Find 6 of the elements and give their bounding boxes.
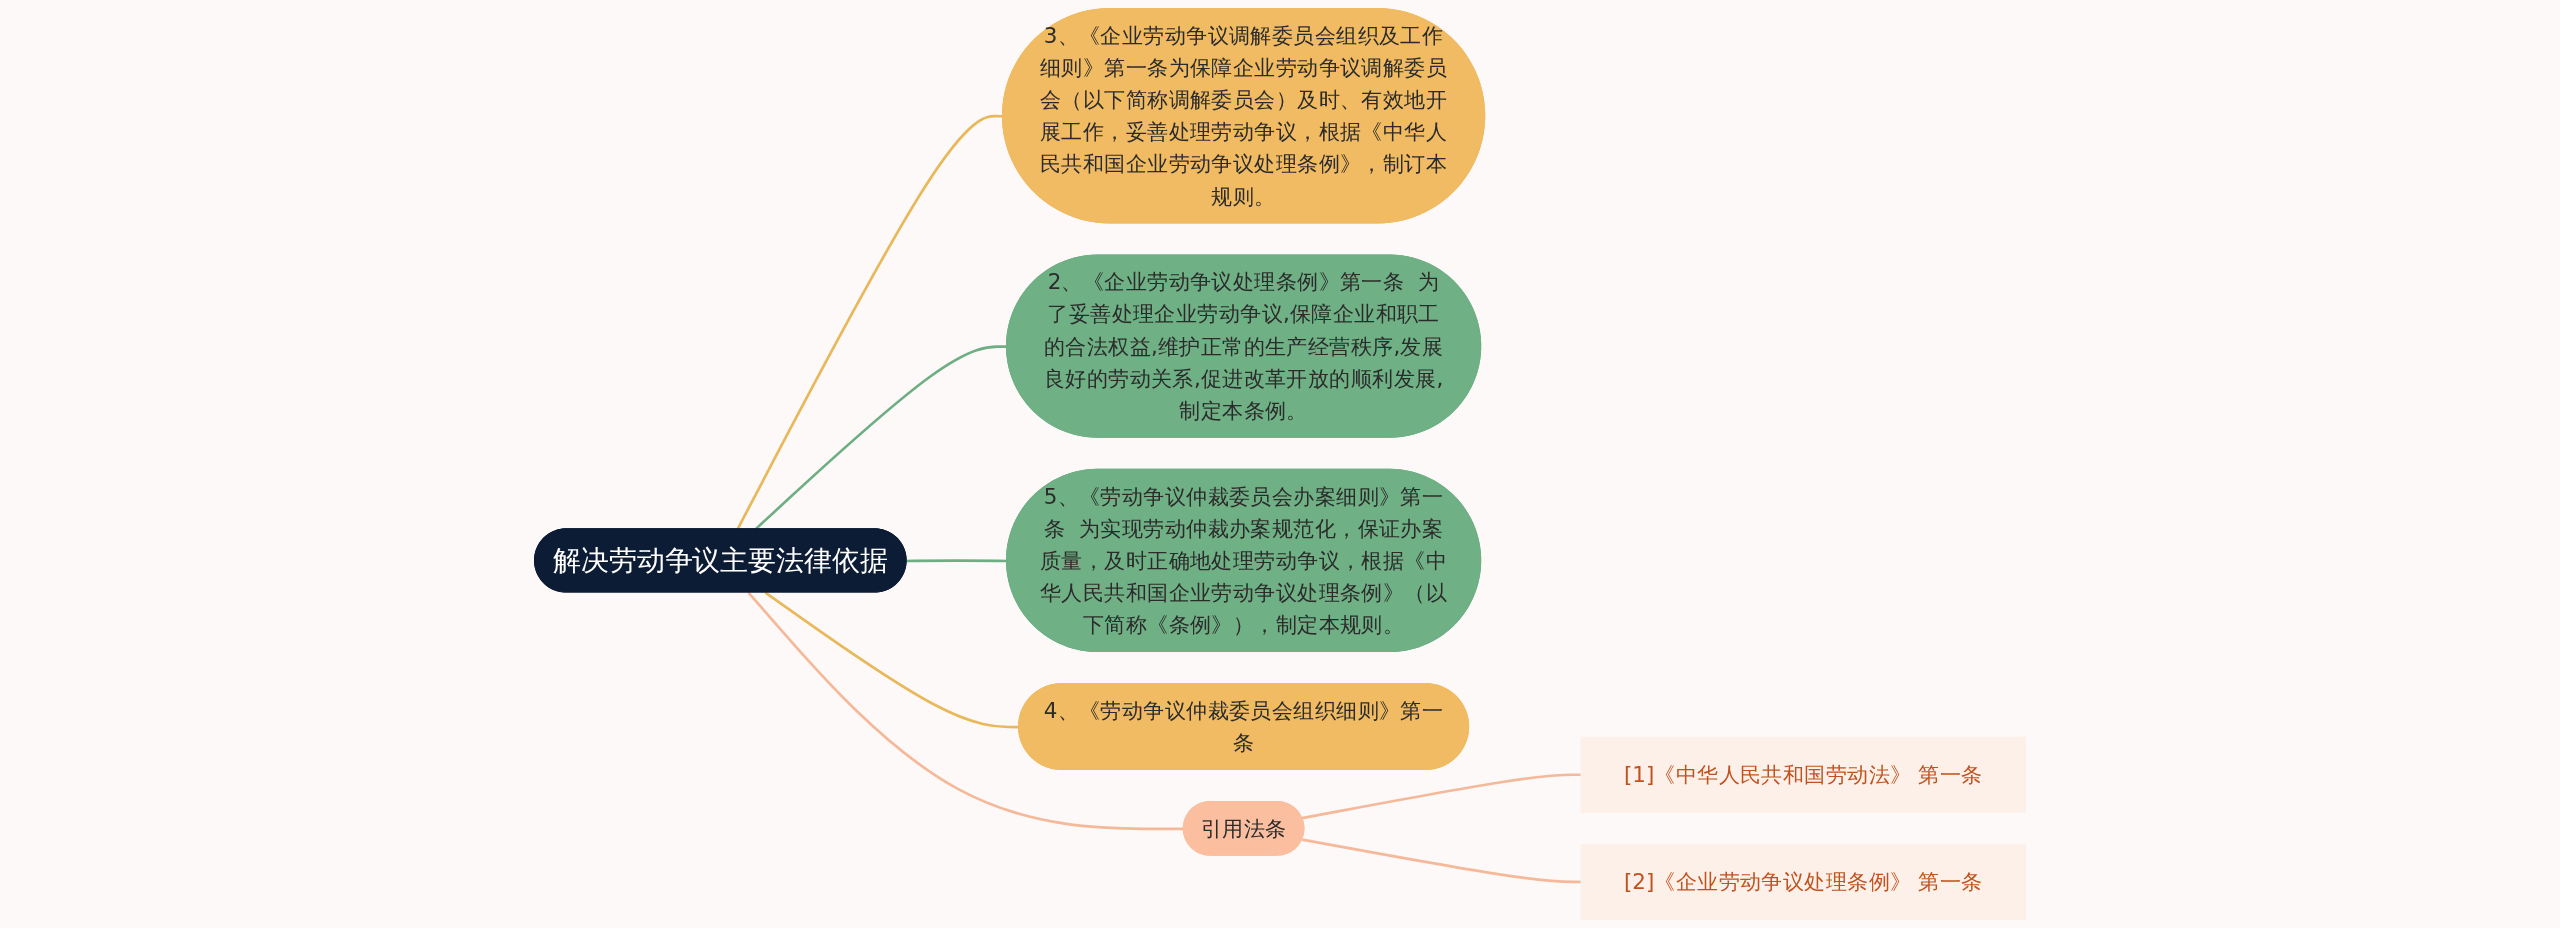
- connector: [764, 591, 1020, 729]
- node-box: [2]《企业劳动争议处理条例》 第一条: [1580, 843, 2026, 920]
- node-box: [1]《中华人民共和国劳动法》 第一条: [1580, 736, 2026, 813]
- connector: [747, 591, 1184, 831]
- connector: [1301, 838, 1582, 884]
- connector: [1301, 773, 1582, 820]
